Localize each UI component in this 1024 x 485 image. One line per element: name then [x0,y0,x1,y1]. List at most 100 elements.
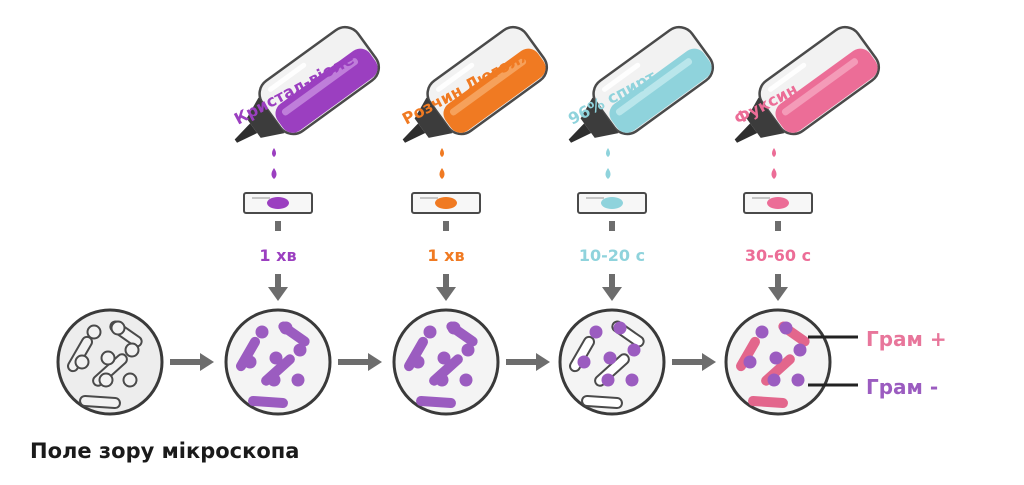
field-cells [736,321,810,409]
right-arrow-icon [536,353,550,371]
bottle-liquid [775,48,878,133]
rod-bacterium [416,395,456,409]
bottle-icon [568,25,715,143]
connector-dash [609,221,615,231]
slide-sample [267,197,289,209]
microscope-field-1 [56,308,214,416]
slide-sample [767,197,789,209]
slide-sample [601,197,623,209]
connector-dash [275,221,281,231]
rod-bacterium [581,394,623,410]
down-arrow-icon [436,287,456,301]
right-arrow-icon [368,353,382,371]
coccus-bacterium [459,373,473,387]
coccus-bacterium [423,325,437,339]
rod-bacterium [248,395,288,409]
coccus-bacterium [769,351,783,365]
coccus-bacterium [269,351,283,365]
right-arrow-shaft [170,359,202,365]
time-label: 1 хв [427,246,464,265]
bottle-liquid-highlight [281,58,359,116]
field-cells [404,321,478,409]
right-arrow-icon [200,353,214,371]
coccus-bacterium [779,321,793,335]
gram-pos-label: Грам + [866,327,947,351]
down-arrow-shaft [443,274,449,288]
bottle-nozzle [568,123,592,143]
right-arrow-shaft [672,359,704,365]
drop-icon [272,148,276,157]
time-label: 1 хв [259,246,296,265]
bottle-cap [246,97,285,138]
coccus-bacterium [601,373,615,387]
rod-bacterium [236,336,260,372]
coccus-bacterium [267,373,281,387]
coccus-bacterium [124,342,140,358]
coccus-bacterium [589,325,603,339]
rod-bacterium [404,336,428,372]
drop-icon [439,168,445,179]
coccus-bacterium [279,321,293,335]
drop-icon [772,148,776,157]
coccus-bacterium [255,325,269,339]
bottle-cap [414,97,453,138]
coccus-bacterium [293,343,307,357]
bottle-nozzle [234,123,258,143]
right-arrow-shaft [338,359,370,365]
connector-dash [775,221,781,231]
bottle-shine [436,62,475,92]
rod-bacterium [736,336,760,372]
right-arrow-shaft [506,359,538,365]
coccus-bacterium [447,321,461,335]
down-arrow-icon [268,287,288,301]
coccus-bacterium [461,343,475,357]
coccus-bacterium [435,373,449,387]
bottle-icon [402,25,549,143]
coccus-bacterium [791,373,805,387]
bottle-icon [234,25,381,143]
bottle-shine [268,62,307,92]
coccus-bacterium [755,325,769,339]
coccus-bacterium [793,343,807,357]
down-arrow-icon [768,287,788,301]
bottle-liquid [609,48,712,133]
coccus-bacterium [74,354,90,370]
bottle-shine [768,62,807,92]
coccus-bacterium [627,343,641,357]
field-cells [236,321,310,409]
down-arrow-shaft [775,274,781,288]
coccus-bacterium [122,372,138,388]
coccus-bacterium [110,320,126,336]
microscope-field-2 [224,308,382,416]
drop-icon [606,148,610,157]
microscope-field-5 [724,308,832,416]
rod-body [236,336,260,372]
rod-body [79,394,121,410]
microscope-field-4 [558,308,716,416]
rod-body [248,395,288,409]
field-cells [569,320,645,410]
bottle-cap [746,97,785,138]
bottle-liquid [275,48,378,133]
bottle-shine [602,62,641,92]
bottle-nozzle [402,123,426,143]
coccus-bacterium [577,355,591,369]
coccus-bacterium [86,324,102,340]
bottle-liquid-highlight [781,58,859,116]
down-arrow-icon [602,287,622,301]
connector-dash [443,221,449,231]
gram-neg-label: Грам - [866,375,938,399]
drop-icon [440,148,444,157]
bottle-liquid [443,48,546,133]
coccus-bacterium [767,373,781,387]
rod-bacterium [748,395,788,409]
coccus-bacterium [243,355,257,369]
coccus-bacterium [437,351,451,365]
rod-bacterium [79,394,121,410]
coccus-bacterium [100,350,116,366]
time-label: 30-60 с [745,246,811,265]
